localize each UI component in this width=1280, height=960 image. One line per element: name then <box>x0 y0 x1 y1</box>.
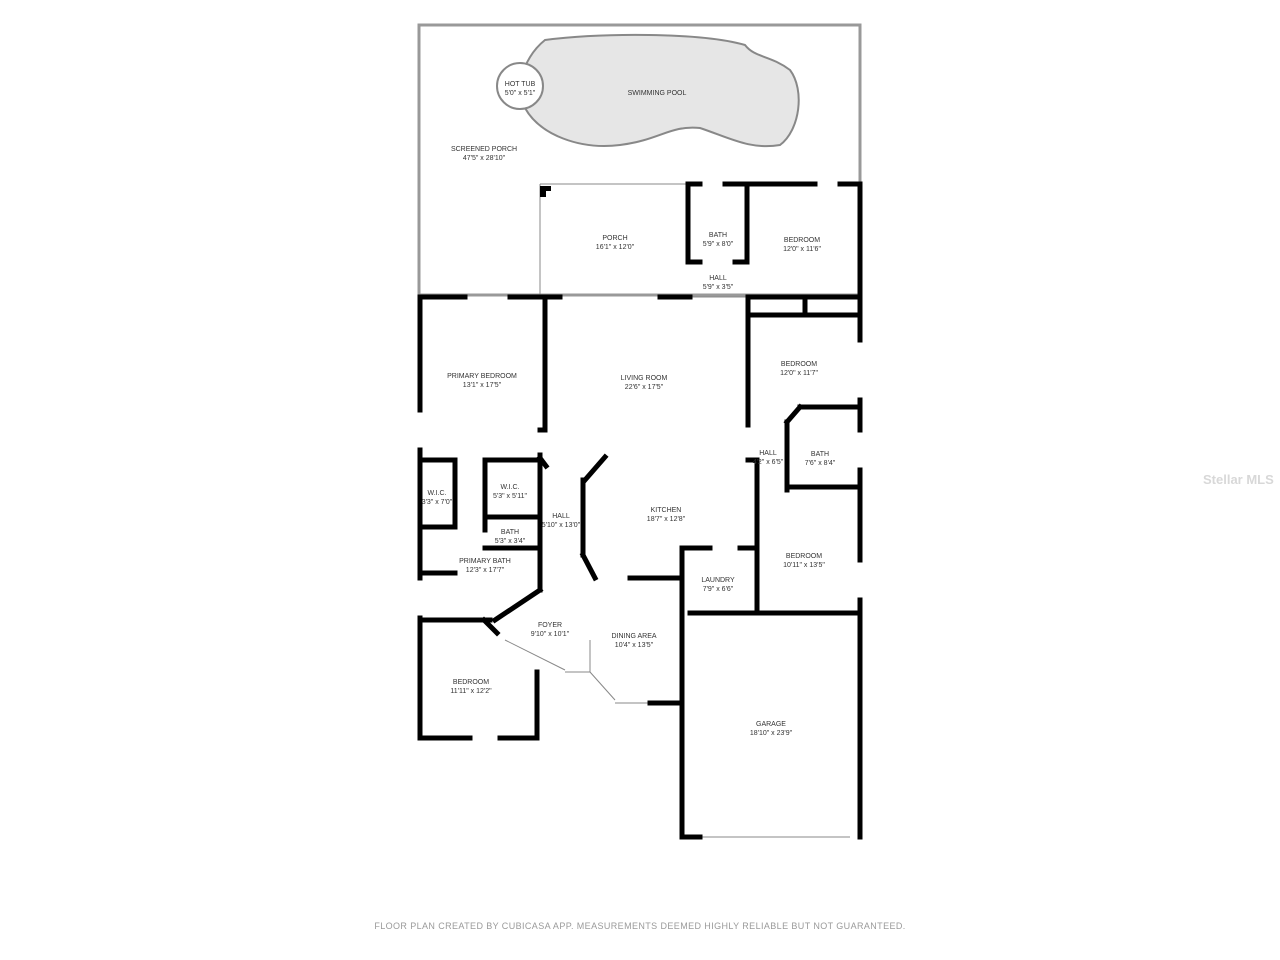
room-name: W.I.C. <box>500 484 519 491</box>
room-label: BATH 5'9" x 8'0" <box>703 232 734 248</box>
room-dimensions: 5'3" x 5'11" <box>493 493 527 500</box>
room-label: FOYER 9'10" x 10'1" <box>531 622 570 638</box>
room-dimensions: 12'3" x 17'7" <box>466 567 505 574</box>
room-label: LAUNDRY 7'9" x 6'6" <box>701 577 735 593</box>
room-dimensions: 7'9" x 6'6" <box>703 586 734 593</box>
room-label: LIVING ROOM 22'6" x 17'5" <box>621 375 668 391</box>
room-name: BEDROOM <box>781 361 817 368</box>
room-name: PORCH <box>602 235 627 242</box>
room-name: PRIMARY BEDROOM <box>447 373 517 380</box>
room-dimensions: 10'4" x 13'5" <box>615 642 654 649</box>
room-name: SCREENED PORCH <box>451 146 517 153</box>
room-label: DINING AREA 10'4" x 13'5" <box>611 633 656 649</box>
room-label: SCREENED PORCH 47'5" x 28'10" <box>451 146 517 162</box>
room-name: DINING AREA <box>611 633 656 640</box>
watermark: Stellar MLS <box>1203 472 1274 487</box>
room-dimensions: 47'5" x 28'10" <box>463 155 506 162</box>
room-name: FOYER <box>538 622 562 629</box>
thin-line <box>504 639 566 671</box>
wall <box>491 586 544 624</box>
room-label: W.I.C. 3'3" x 7'0" <box>422 490 453 506</box>
room-dimensions: 5'0" x 5'1" <box>505 90 536 97</box>
room-dimensions: 5'9" x 3'5" <box>703 284 734 291</box>
room-dimensions: 22'6" x 17'5" <box>625 384 664 391</box>
room-label: PRIMARY BATH 12'3" x 17'7" <box>459 558 511 574</box>
room-name: HOT TUB <box>505 81 536 88</box>
room-dimensions: 18'10" x 23'9" <box>750 730 793 737</box>
room-dimensions: 5'10" x 13'0" <box>542 522 581 529</box>
wall <box>579 551 599 582</box>
room-dimensions: 10'11" x 13'5" <box>783 562 825 569</box>
swimming-pool <box>519 33 800 148</box>
room-dimensions: 4'2" x 6'5" <box>753 459 784 466</box>
room-label: GARAGE 18'10" x 23'9" <box>750 721 793 737</box>
room-name: BEDROOM <box>786 553 822 560</box>
wall <box>581 453 609 484</box>
room-name: PRIMARY BATH <box>459 558 511 565</box>
room-dimensions: 16'1" x 12'0" <box>596 244 635 251</box>
room-name: HALL <box>552 513 570 520</box>
thin-line <box>589 671 616 701</box>
room-dimensions: 18'7" x 12'8" <box>647 516 686 523</box>
room-dimensions: 12'0" x 11'6" <box>783 246 821 253</box>
room-name: BATH <box>811 451 829 458</box>
room-name: KITCHEN <box>651 507 682 514</box>
column <box>540 186 551 197</box>
room-name: BATH <box>709 232 727 239</box>
room-name: BEDROOM <box>453 679 489 686</box>
screened-porch-outline <box>417 23 862 297</box>
room-label: W.I.C. 5'3" x 5'11" <box>493 484 527 500</box>
room-label: HALL 4'2" x 6'5" <box>753 450 784 466</box>
room-name: HALL <box>709 275 727 282</box>
room-dimensions: 5'9" x 8'0" <box>703 241 734 248</box>
room-label: BEDROOM 10'11" x 13'5" <box>783 553 825 569</box>
room-dimensions: 7'6" x 8'4" <box>805 460 836 467</box>
room-name: HALL <box>759 450 777 457</box>
wall <box>480 616 501 637</box>
room-label: HALL 5'10" x 13'0" <box>542 513 581 529</box>
room-name: BEDROOM <box>784 237 820 244</box>
room-dimensions: 9'10" x 10'1" <box>531 631 570 638</box>
room-label: BEDROOM 11'11" x 12'2" <box>450 679 492 695</box>
room-name: LIVING ROOM <box>621 375 668 382</box>
room-label: PORCH 16'1" x 12'0" <box>596 235 635 251</box>
hot-tub <box>496 62 544 110</box>
room-dimensions: 11'11" x 12'2" <box>450 688 492 695</box>
room-dimensions: 12'0" x 11'7" <box>780 370 818 377</box>
footer-disclaimer: FLOOR PLAN CREATED BY CUBICASA APP. MEAS… <box>374 921 906 931</box>
room-label: PRIMARY BEDROOM 13'1" x 17'5" <box>447 373 517 389</box>
room-dimensions: 13'1" x 17'5" <box>463 382 502 389</box>
room-label: HOT TUB 5'0" x 5'1" <box>505 81 536 97</box>
room-label: BEDROOM 12'0" x 11'6" <box>783 237 821 253</box>
room-name: SWIMMING POOL <box>628 90 687 97</box>
room-label: KITCHEN 18'7" x 12'8" <box>647 507 686 523</box>
room-label: HALL 5'9" x 3'5" <box>703 275 734 291</box>
room-name: LAUNDRY <box>701 577 735 584</box>
room-name: W.I.C. <box>427 490 446 497</box>
room-label: BATH 7'6" x 8'4" <box>805 451 836 467</box>
room-name: GARAGE <box>756 721 786 728</box>
room-label: BEDROOM 12'0" x 11'7" <box>780 361 818 377</box>
room-label: SWIMMING POOL <box>628 90 687 97</box>
room-label: BATH 5'3" x 3'4" <box>495 529 526 545</box>
room-dimensions: 5'3" x 3'4" <box>495 538 526 545</box>
room-name: BATH <box>501 529 519 536</box>
room-dimensions: 3'3" x 7'0" <box>422 499 453 506</box>
